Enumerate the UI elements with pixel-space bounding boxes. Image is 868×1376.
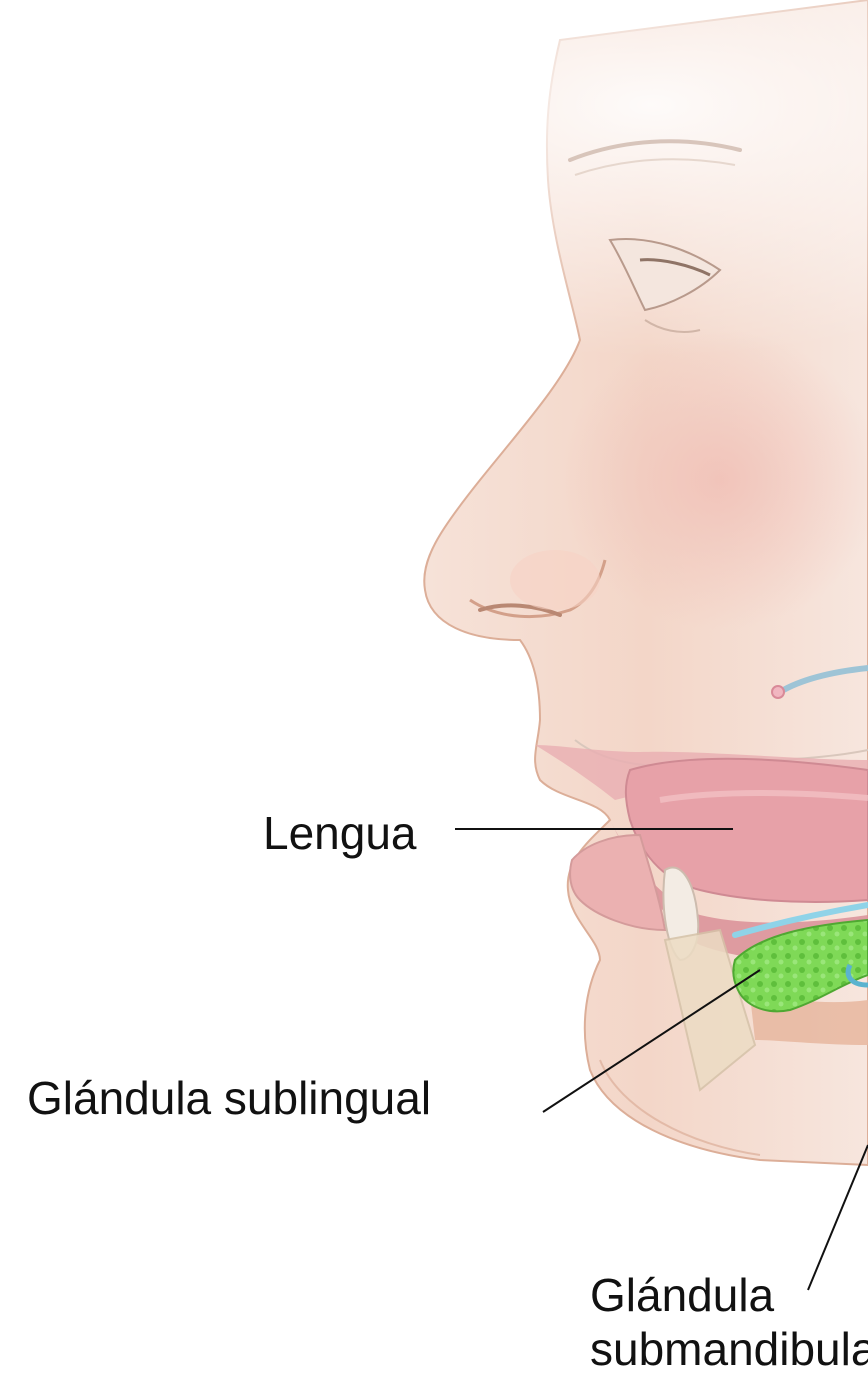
label-sublingual-gland: Glándula sublingual <box>27 1075 431 1121</box>
leader-line-submandibular <box>808 1145 868 1290</box>
label-submandibular-gland-line1: Glándula <box>590 1272 774 1318</box>
label-submandibular-gland-line2: submandibular <box>590 1326 868 1372</box>
label-tongue: Lengua <box>263 810 417 856</box>
